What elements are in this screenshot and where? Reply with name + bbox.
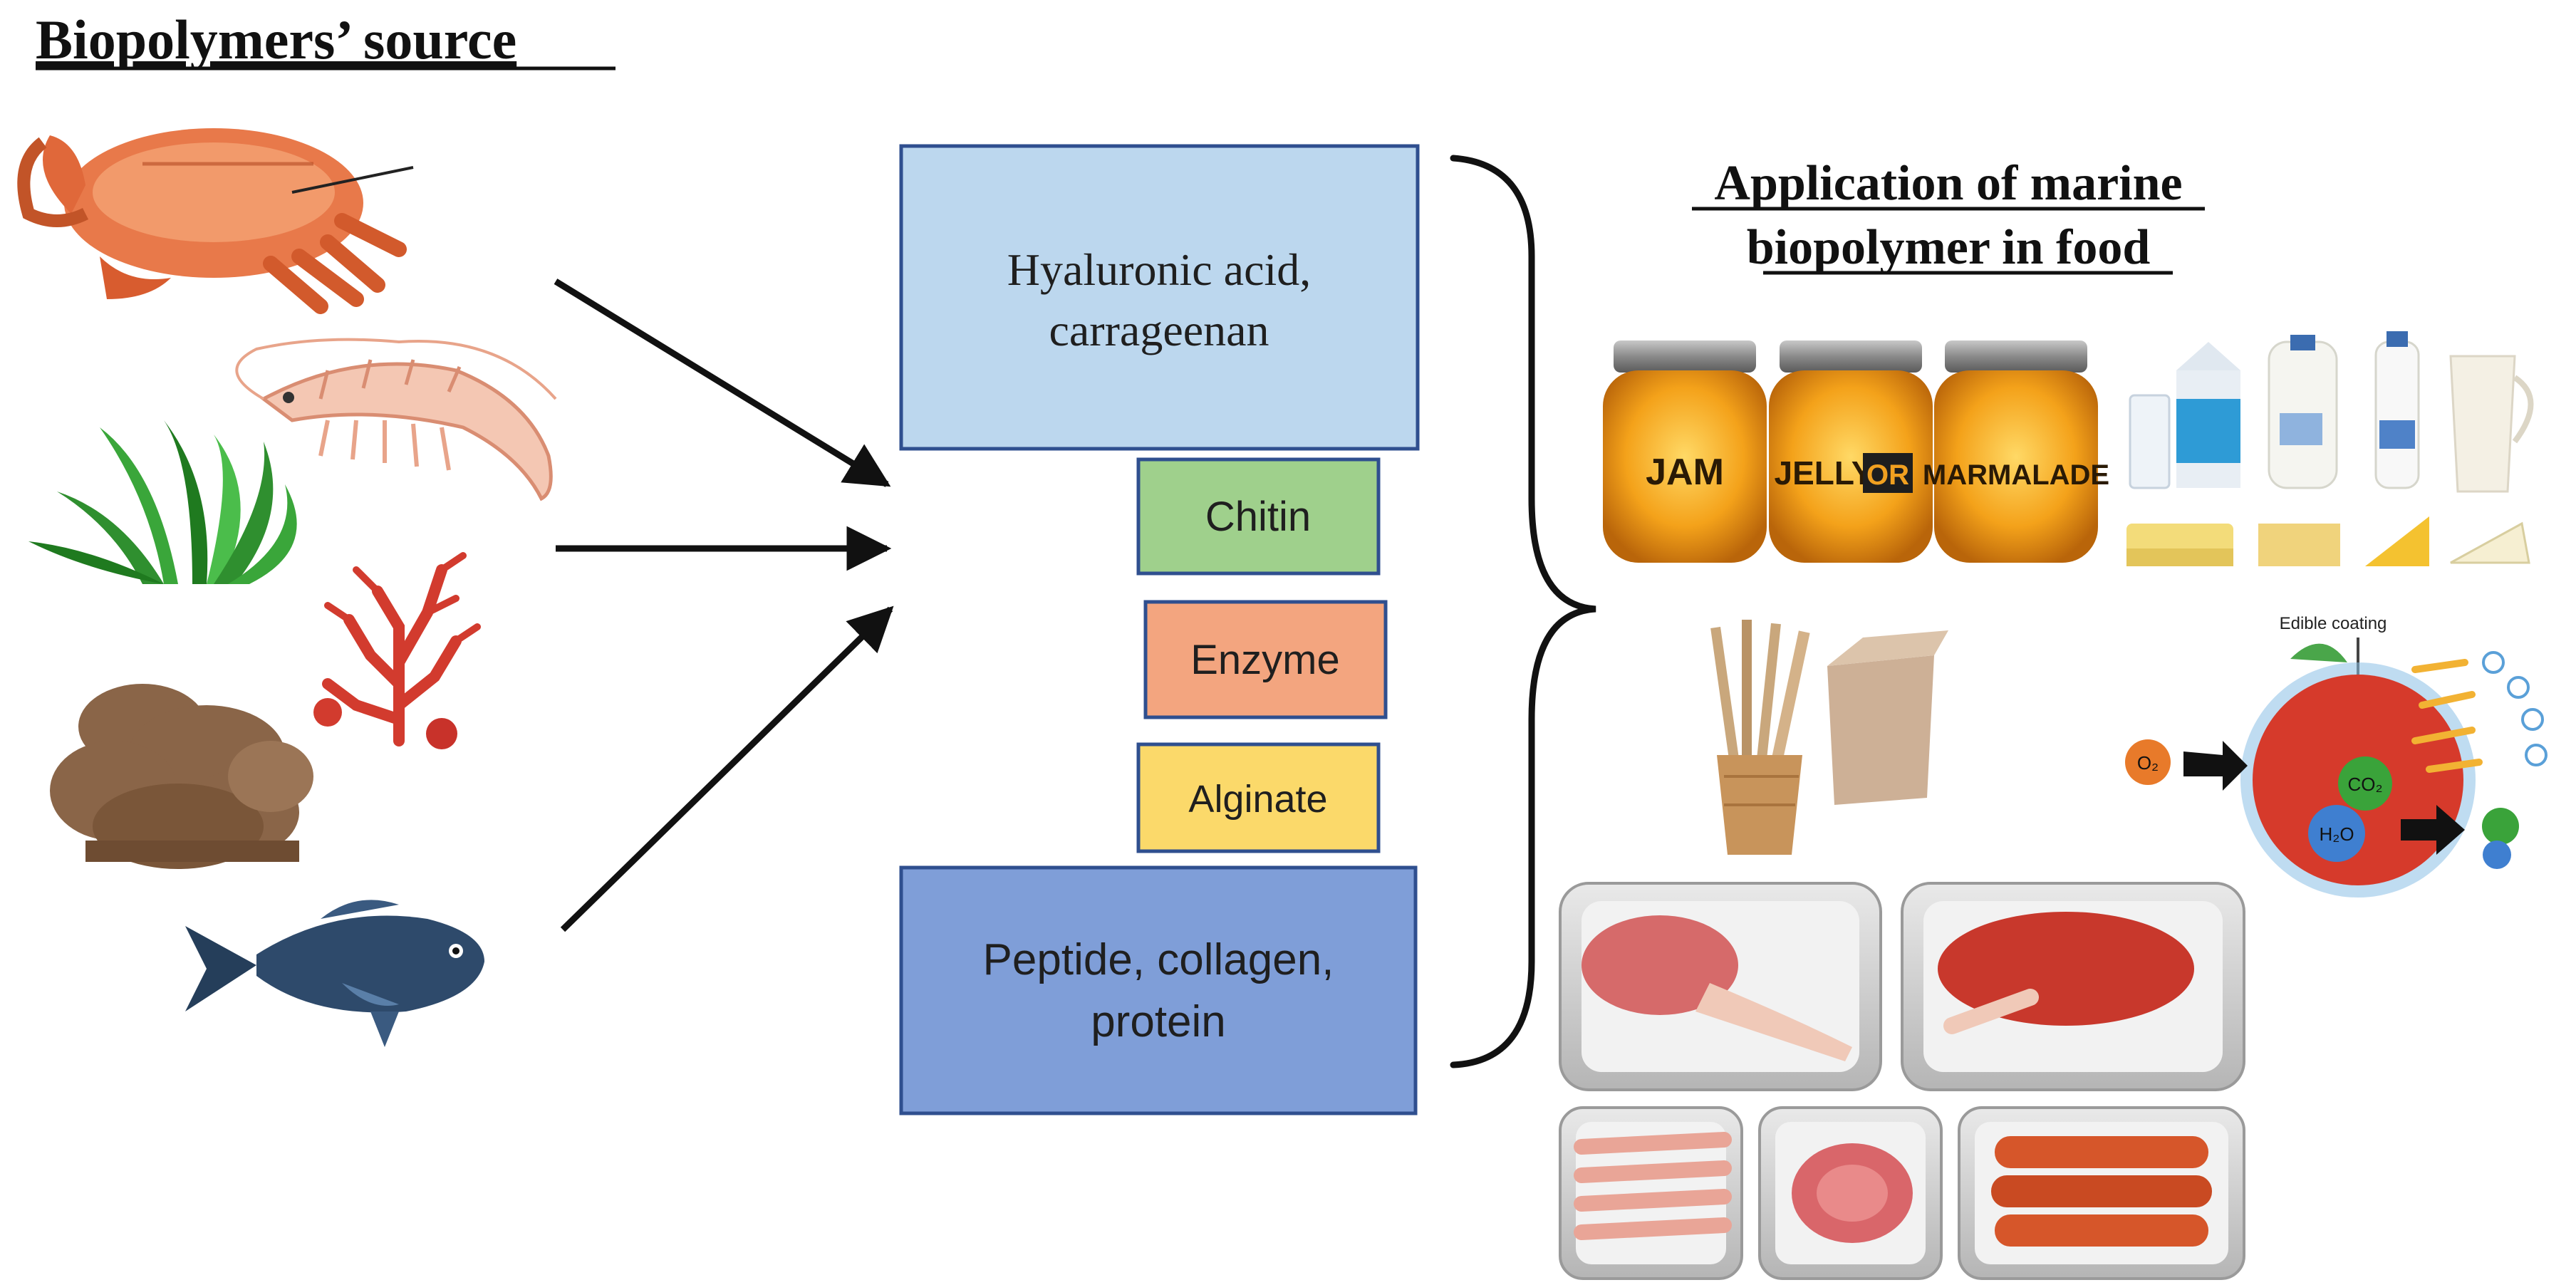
cheese-wedge-icon: [2365, 516, 2429, 566]
milk-carton-icon: [2176, 342, 2240, 488]
box-enzyme-bg: [1143, 600, 1388, 719]
meat-tray-sausages: [1958, 1106, 2245, 1280]
microbe-rays: [2411, 659, 2483, 773]
fish-icon: [185, 900, 484, 1047]
box-hyaluronic-line2: carrageenan: [1049, 305, 1269, 355]
arrow-crab-to-boxes: [554, 279, 891, 487]
milk-bottle-icon: [2374, 331, 2420, 489]
box-alginate-bg: [1136, 742, 1381, 853]
box-peptide-collagen-protein: Peptide, collagen, protein: [899, 865, 1418, 1115]
butter-block-icon: [2258, 524, 2340, 566]
blue-cheese-icon: [2450, 521, 2530, 564]
box-peptide-line1: Peptide, collagen,: [983, 935, 1334, 984]
jar-jam: JAM: [1603, 340, 1767, 563]
arrow-fish-to-boxes: [560, 605, 894, 932]
box-chitin-bg: [1136, 457, 1381, 576]
arrow-o2-in: [2183, 741, 2248, 791]
h2o-out-bubble: [2483, 841, 2511, 869]
meat-tray-bacon: [1559, 1106, 1743, 1280]
edible-coating-diagram: Edible coating CO₂ H₂O O₂: [2125, 614, 2548, 898]
milk-glass-icon: [2129, 394, 2171, 489]
meat-tray-steak: [1758, 1106, 1943, 1280]
paper-packaging: [1710, 620, 1948, 855]
jar-jelly-label: JELLY: [1775, 454, 1874, 491]
microbe-icon: [2525, 744, 2548, 766]
jar-or-label: OR: [1866, 459, 1909, 491]
o2-label: O₂: [2137, 752, 2159, 774]
box-peptide-bg: [899, 865, 1418, 1115]
jam-jars: JAM JELLY OR MARMALADE: [1603, 340, 2109, 563]
application-title-line2: biopolymer in food: [1747, 220, 2151, 275]
co2-bubble: [2338, 756, 2392, 811]
h2o-label: H₂O: [2319, 823, 2354, 845]
jar-marmalade: MARMALADE: [1923, 340, 2109, 563]
brown-algae-icon: [50, 684, 313, 869]
o2-bubble: [2125, 739, 2171, 785]
box-alginate: Alginate: [1136, 742, 1381, 853]
red-algae-icon: [313, 552, 481, 749]
box-hyaluronic-bg: [899, 144, 1420, 451]
box-hyaluronic-line1: Hyaluronic acid,: [1007, 244, 1312, 295]
edible-coating-label: Edible coating: [2280, 614, 2387, 633]
jar-marmalade-label: MARMALADE: [1923, 459, 2109, 491]
jar-or-badge: [1863, 453, 1913, 493]
box-chitin-label: Chitin: [1205, 494, 1311, 540]
source-title: Biopolymers’ source: [36, 9, 516, 71]
dairy-products: [2126, 331, 2534, 566]
arrow-out: [2401, 805, 2465, 855]
crab-icon: [17, 128, 414, 314]
box-chitin: Chitin: [1136, 457, 1381, 576]
application-title-line1: Application of marine: [1714, 156, 2182, 211]
meat-tray-rib: [1901, 882, 2245, 1091]
apple-leaf-icon: [2290, 643, 2347, 662]
milk-pitcher-icon: [2449, 355, 2534, 493]
meat-trays: [1559, 882, 2245, 1280]
jar-jelly: JELLY OR: [1769, 340, 1933, 563]
box-enzyme: Enzyme: [1143, 600, 1388, 719]
seaweed-plant-icon: [28, 420, 297, 584]
microbe-icon: [2507, 676, 2530, 699]
shrimp-icon: [235, 338, 557, 501]
jar-jam-label: JAM: [1646, 452, 1724, 493]
co2-out-bubble: [2482, 808, 2519, 845]
box-alginate-label: Alginate: [1188, 778, 1327, 821]
box-enzyme-label: Enzyme: [1190, 637, 1340, 683]
h2o-bubble: [2308, 805, 2365, 862]
microbe-icon: [2521, 708, 2544, 731]
box-peptide-line2: protein: [1091, 997, 1226, 1046]
milk-jug-icon: [2268, 335, 2338, 489]
box-hyaluronic-carrageenan: Hyaluronic acid, carrageenan: [899, 144, 1420, 451]
co2-label: CO₂: [2347, 774, 2382, 795]
curly-brace: [1450, 155, 1596, 1068]
butter-icon: [2126, 524, 2233, 566]
meat-tray-drumstick: [1559, 882, 1882, 1091]
microbe-icon: [2482, 651, 2505, 674]
